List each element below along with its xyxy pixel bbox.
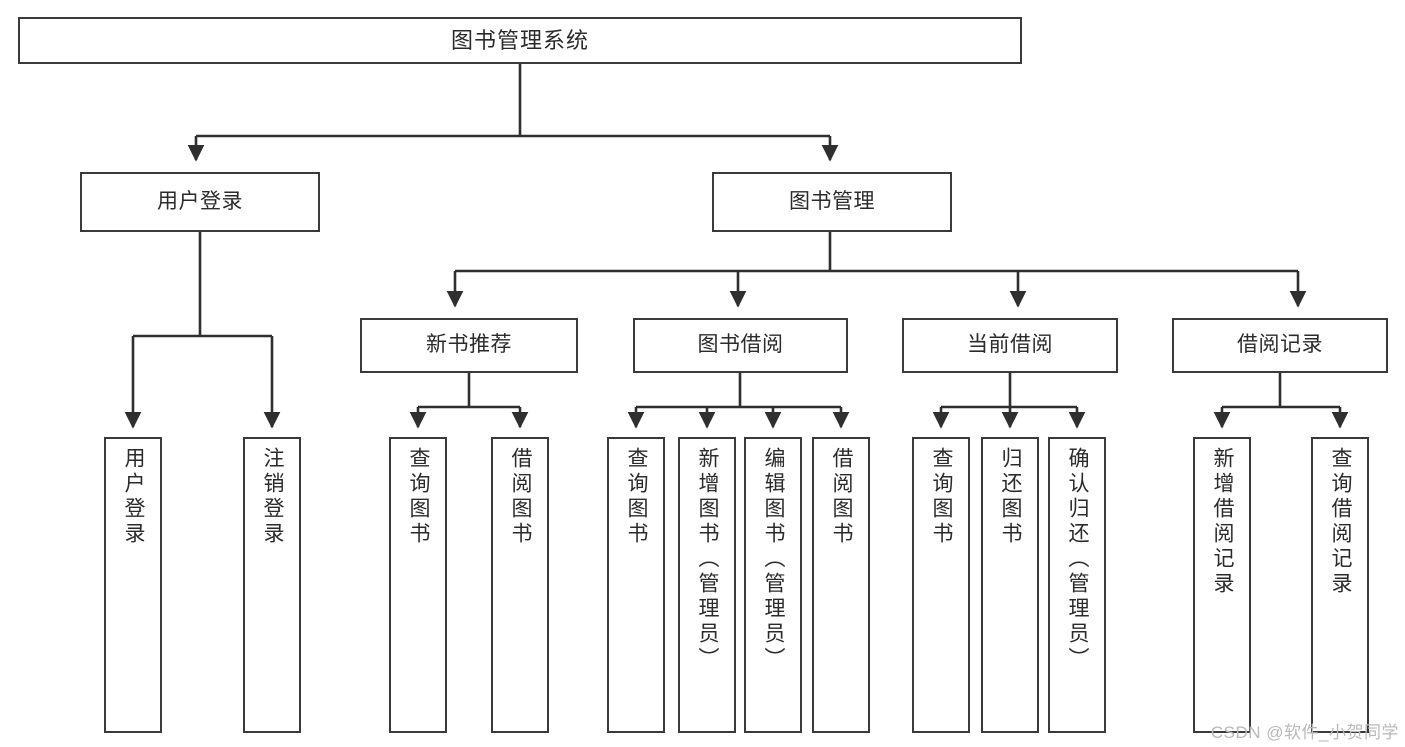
node-label: 注销登录 xyxy=(261,447,285,547)
node-label: 图书管理 xyxy=(789,189,875,213)
leaf-current-query-book[interactable]: 查询图书 xyxy=(912,437,970,733)
leaf-record-add-record[interactable]: 新增借阅记录 xyxy=(1193,437,1251,733)
leaf-current-return-book[interactable]: 归还图书 xyxy=(981,437,1039,733)
node-label: 图书管理系统 xyxy=(450,27,589,53)
node-label: 新增图书（管理员） xyxy=(696,447,720,672)
leaf-record-query-record[interactable]: 查询借阅记录 xyxy=(1311,437,1369,733)
leaf-current-confirm-return[interactable]: 确认归还（管理员） xyxy=(1048,437,1106,733)
node-root-system[interactable]: 图书管理系统 xyxy=(18,17,1022,64)
node-label: 归还图书 xyxy=(999,447,1023,547)
node-label: 查询图书 xyxy=(625,447,649,547)
node-new-book-recommend[interactable]: 新书推荐 xyxy=(360,318,578,373)
leaf-borrow-edit-book[interactable]: 编辑图书（管理员） xyxy=(744,437,802,733)
leaf-user-login[interactable]: 用户登录 xyxy=(104,437,162,733)
node-label: 用户登录 xyxy=(157,189,243,213)
leaf-borrow-query-book[interactable]: 查询图书 xyxy=(607,437,665,733)
leaf-borrow-add-book[interactable]: 新增图书（管理员） xyxy=(678,437,736,733)
node-user-login[interactable]: 用户登录 xyxy=(80,172,320,232)
leaf-recommend-query-book[interactable]: 查询图书 xyxy=(389,437,447,733)
leaf-recommend-borrow-book[interactable]: 借阅图书 xyxy=(491,437,549,733)
node-label: 新书推荐 xyxy=(426,333,512,357)
node-label: 借阅记录 xyxy=(1237,333,1323,357)
leaf-user-logout[interactable]: 注销登录 xyxy=(243,437,301,733)
node-book-borrow[interactable]: 图书借阅 xyxy=(633,318,848,373)
node-book-management[interactable]: 图书管理 xyxy=(712,172,952,232)
node-label: 查询图书 xyxy=(407,447,431,547)
node-label: 图书借阅 xyxy=(697,333,784,357)
leaf-borrow-borrow-book[interactable]: 借阅图书 xyxy=(812,437,870,733)
node-borrow-record[interactable]: 借阅记录 xyxy=(1172,318,1388,373)
node-label: 当前借阅 xyxy=(967,333,1053,357)
node-label: 查询借阅记录 xyxy=(1329,447,1353,597)
watermark-text: CSDN @软件_小贺同学 xyxy=(1210,723,1399,742)
node-label: 查询图书 xyxy=(930,447,954,547)
node-label: 借阅图书 xyxy=(830,447,854,547)
node-label: 新增借阅记录 xyxy=(1211,447,1235,597)
node-label: 用户登录 xyxy=(122,447,146,547)
node-label: 编辑图书（管理员） xyxy=(762,447,786,672)
node-label: 确认归还（管理员） xyxy=(1066,447,1090,672)
node-label: 借阅图书 xyxy=(509,447,533,547)
node-current-borrow[interactable]: 当前借阅 xyxy=(902,318,1118,373)
